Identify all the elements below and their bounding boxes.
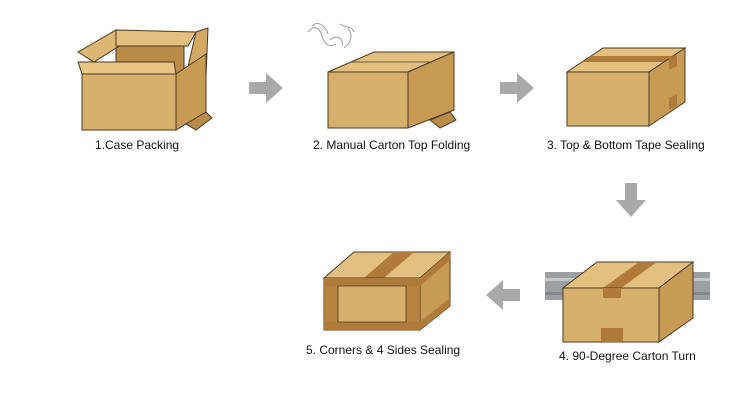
step-3-illustration [545, 14, 710, 138]
step-4-illustration [545, 232, 710, 350]
step-5-illustration [302, 228, 474, 346]
step-1-illustration [56, 14, 230, 138]
hands-icon [307, 23, 355, 49]
step-2-illustration [300, 14, 476, 138]
taped-carton-image [565, 47, 687, 127]
sealed-carton-image [322, 250, 452, 332]
step-3-label: 3. Top & Bottom Tape Sealing [547, 138, 705, 152]
arrow-down-icon [616, 183, 646, 217]
turned-carton-image [545, 260, 710, 343]
arrow-right-icon [500, 73, 534, 103]
step-4-label: 4. 90-Degree Carton Turn [559, 349, 696, 363]
arrow-right-icon [249, 73, 283, 103]
folding-carton-image [307, 23, 457, 129]
step-1-label: 1.Case Packing [95, 138, 180, 152]
step-5-label: 5. Corners & 4 Sides Sealing [306, 343, 461, 357]
open-carton-image [77, 27, 213, 131]
arrow-left-icon [486, 280, 520, 310]
step-2-label: 2. Manual Carton Top Folding [313, 138, 471, 152]
